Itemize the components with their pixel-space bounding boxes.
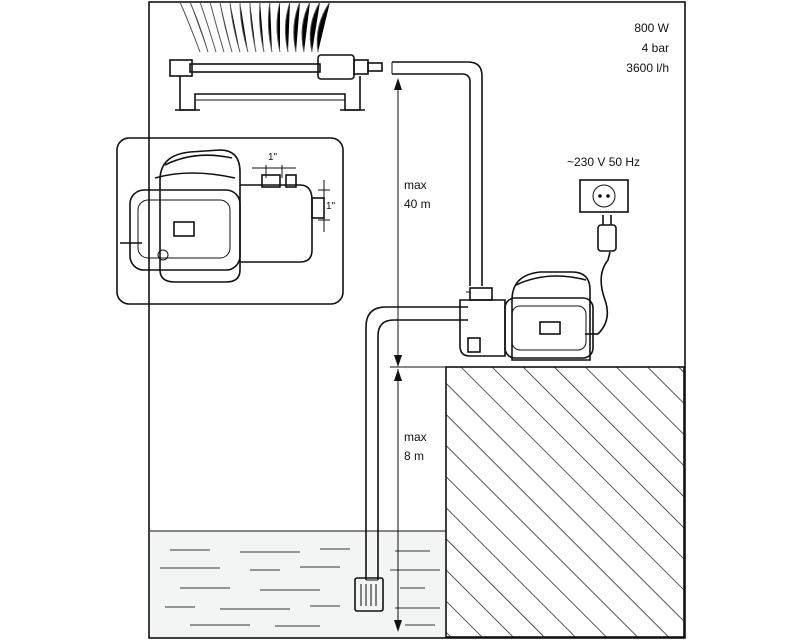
delivery-pipe-inner [392, 73, 471, 286]
pump-detail-inset [116, 137, 344, 305]
spec-flow: 3600 l/h [626, 61, 669, 75]
head-dimension-arrow [394, 78, 402, 367]
foot-valve [354, 577, 384, 612]
ground-block [446, 367, 684, 637]
suction-value-label: 8 m [404, 449, 424, 463]
power-supply-label: ~230 V 50 Hz [567, 155, 640, 169]
power-cable [597, 251, 611, 335]
inset-pump-icon [120, 149, 330, 283]
suction-dimension-arrow [394, 369, 402, 632]
sprinkler-icon [169, 1, 383, 111]
water-body [150, 531, 446, 637]
inlet-size-label: 1" [326, 201, 336, 212]
diagram-frame [148, 1, 686, 639]
plug-icon [597, 215, 617, 252]
pump-icon [459, 271, 598, 361]
suction-pipe-outer [365, 306, 468, 580]
spec-pressure: 4 bar [642, 41, 669, 55]
spec-power: 800 W [634, 21, 669, 35]
ground-outline [445, 366, 685, 638]
head-max-label: max [404, 178, 427, 192]
wall-socket-icon [579, 179, 629, 213]
suction-pipe-inner [377, 319, 468, 580]
delivery-pipe-outer [392, 61, 483, 286]
head-value-label: 40 m [404, 197, 431, 211]
outlet-size-label: 1" [268, 152, 278, 163]
suction-max-label: max [404, 430, 427, 444]
